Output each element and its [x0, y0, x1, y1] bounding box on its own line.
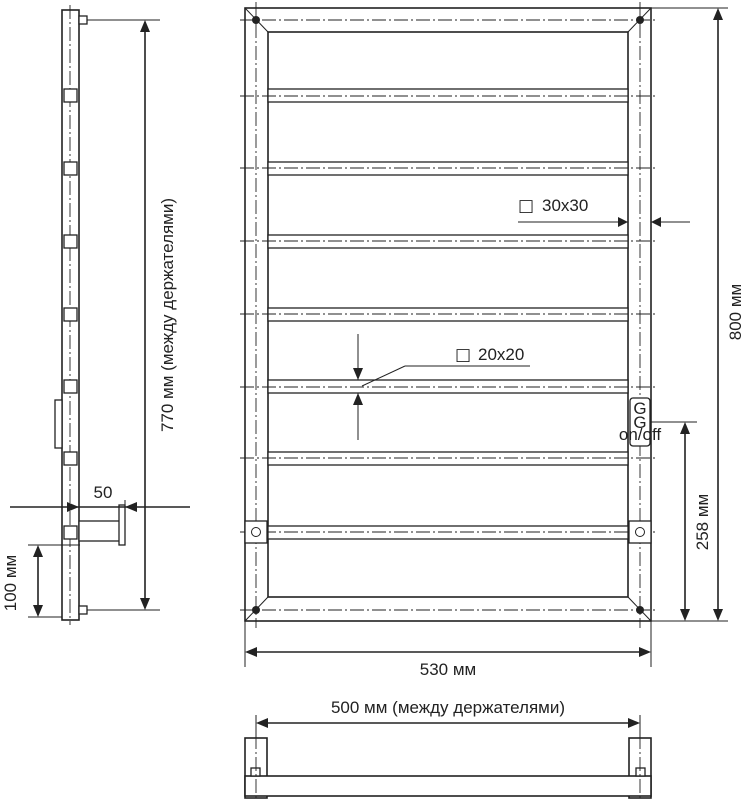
square-symbol-30: □: [518, 196, 534, 216]
side-wall-plate: [118, 504, 126, 546]
switch-icon-right: G: [633, 413, 646, 432]
bar-6: [267, 451, 629, 466]
bar-1: [267, 88, 629, 103]
dim-profile-bar: 20x20: [478, 345, 524, 364]
side-bar-end: [63, 307, 78, 322]
bars: [240, 88, 656, 540]
switch-panel: G G on/off: [619, 397, 662, 447]
side-bar-end: [63, 525, 78, 540]
side-holder-top: [78, 15, 88, 25]
bar-5: [267, 379, 629, 394]
mount-dot-top-left: [252, 16, 260, 24]
bar-3: [267, 234, 629, 249]
dim-width-total: 530 мм: [420, 660, 476, 679]
dim-bottom-offset: 100 мм: [1, 555, 20, 611]
dim-holders-vertical: 770 мм (между держателями): [158, 198, 177, 432]
square-symbol-20: □: [455, 345, 471, 365]
mount-dot-top-right: [636, 16, 644, 24]
dim-holders-horizontal: 500 мм (между держателями): [331, 698, 565, 717]
mount-hole-left-icon: [251, 527, 261, 537]
mount-hole-right-icon: [635, 527, 645, 537]
bar-4: [267, 307, 629, 322]
top-bar: [244, 775, 652, 797]
callout-bar-profile: □ 20x20: [353, 334, 530, 440]
switch-icon-left: G: [633, 399, 646, 418]
side-bar-end: [63, 161, 78, 176]
dim-height-total: 800 мм: [726, 284, 745, 340]
side-wall-bracket: [78, 520, 122, 542]
switch-label: on/off: [619, 425, 662, 444]
dim-switch-height: 258 мм: [693, 494, 712, 550]
top-holder-right: [635, 767, 646, 777]
side-switch-box: [54, 399, 63, 449]
callout-frame-profile: □ 30x30: [518, 196, 690, 227]
side-bar-end: [63, 234, 78, 249]
side-view: 770 мм (между держателями) 50 100 мм: [1, 5, 190, 625]
top-view: 500 мм (между держателями): [244, 698, 652, 800]
side-bar-end: [63, 379, 78, 394]
mount-dot-bottom-left: [252, 606, 260, 614]
bar-2: [267, 161, 629, 176]
mount-bracket-left: [244, 520, 268, 544]
bar-7: [267, 525, 629, 540]
mount-bracket-right: [628, 520, 652, 544]
dim-profile-frame: 30x30: [542, 196, 588, 215]
dim-wall-gap: 50: [94, 483, 113, 502]
top-holder-left: [250, 767, 261, 777]
side-bar-end: [63, 451, 78, 466]
side-bar-end: [63, 88, 78, 103]
mount-dot-bottom-right: [636, 606, 644, 614]
side-holder-bottom: [78, 605, 88, 615]
front-view: G G on/off □ 30x30 □ 20x20: [240, 2, 745, 679]
